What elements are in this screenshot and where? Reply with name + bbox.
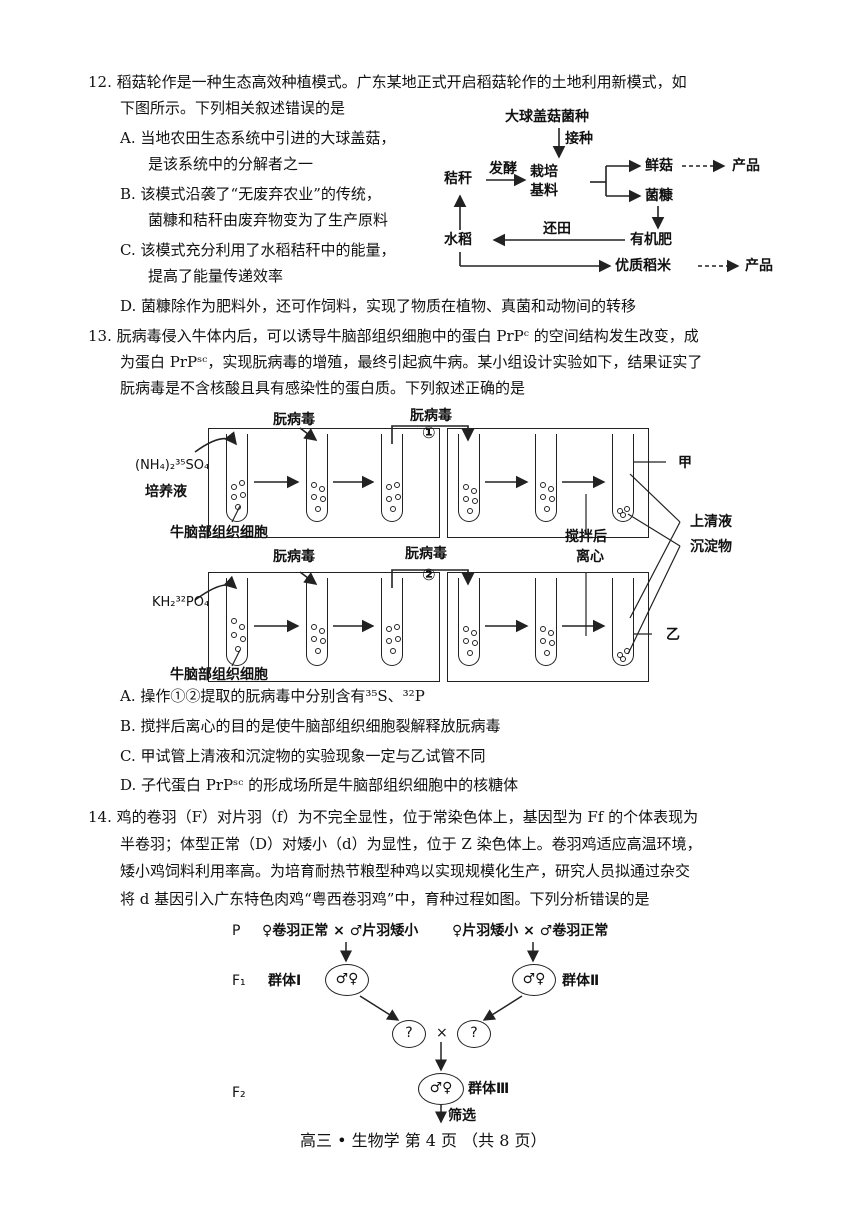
- q13-box-2-right: [447, 572, 649, 682]
- q12-label-return: 还田: [543, 221, 571, 237]
- q13-tube-r2-1: [226, 578, 248, 666]
- q13-label-reagent1: (NH₄)₂³⁵SO₄: [135, 458, 210, 473]
- q14-label-p: P: [232, 923, 241, 939]
- q13-box-1-right: [447, 428, 649, 538]
- q13-label-op1: ①: [422, 423, 436, 442]
- q13-label-jia: 甲: [678, 455, 692, 471]
- q14-label-times: ×: [436, 1025, 448, 1041]
- q12-node-quality-rice: 优质稻米: [615, 258, 671, 274]
- q14-oval-group2: ♂♀: [512, 964, 556, 996]
- q13-label-sediment: 沉淀物: [690, 539, 732, 555]
- q14-unknown-right: ?: [470, 1025, 478, 1041]
- q13-label-medium: 培养液: [145, 484, 187, 500]
- q14-label-group2: 群体Ⅱ: [562, 973, 600, 989]
- q13-option-d: D. 子代蛋白 PrPˢᶜ 的形成场所是牛脑部组织细胞中的核糖体: [120, 776, 519, 794]
- q14-label-f2: F₂: [232, 1085, 246, 1101]
- q13-label-prion-2: 朊病毒: [410, 408, 452, 424]
- q13-label-centrifuge: 离心: [576, 549, 604, 565]
- q12-option-d: D. 菌糠除作为肥料外，还可作饲料，实现了物质在植物、真菌和动物间的转移: [120, 297, 637, 315]
- q12-node-substrate-line1: 栽培: [530, 164, 558, 180]
- q13-tube-r1-4: [458, 434, 480, 522]
- q12-stem-line1: 12. 稻菇轮作是一种生态高效种植模式。广东某地正式开启稻菇轮作的土地利用新模式…: [88, 73, 687, 91]
- q14-cross-left: ♀卷羽正常 × ♂片羽矮小: [262, 923, 419, 939]
- q14-group3-sexes: ♂♀: [429, 1080, 453, 1096]
- q14-stem-line2: 半卷羽；体型正常（D）对矮小（d）为显性，位于 Z 染色体上。卷羽鸡适应高温环境…: [120, 835, 702, 853]
- q13-tube-r1-2: [306, 434, 328, 522]
- q13-label-op2: ②: [422, 565, 436, 584]
- q13-label-prion-4: 朊病毒: [405, 546, 447, 562]
- q12-label-inoculate: 接种: [565, 131, 593, 147]
- q14-oval-group3: ♂♀: [418, 1073, 464, 1105]
- q13-tube-r2-3: [381, 578, 403, 666]
- q12-node-straw: 秸秆: [444, 171, 472, 187]
- q14-stem-line3: 矮小鸡饲料利用率高。为培育耐热节粮型种鸡以实现规模化生产，研究人员拟通过杂交: [120, 862, 691, 880]
- q12-option-c-line1: C. 该模式充分利用了水稻秸秆中的能量，: [120, 241, 396, 259]
- q14-label-group1: 群体Ⅰ: [268, 973, 302, 989]
- q14-stem-line1: 14. 鸡的卷羽（F）对片羽（f）为不完全显性，位于常染色体上，基因型为 Ff …: [88, 808, 699, 826]
- q13-tube-r1-3: [381, 434, 403, 522]
- q13-label-yi: 乙: [666, 627, 680, 643]
- q13-box-1-left: [208, 428, 440, 538]
- q12-label-ferment: 发酵: [489, 161, 517, 177]
- q13-label-cells-1: 牛脑部组织细胞: [170, 525, 268, 541]
- q13-label-reagent2: KH₂³²PO₄: [152, 595, 210, 610]
- q13-option-a: A. 操作①②提取的朊病毒中分别含有³⁵S、³²P: [120, 687, 425, 705]
- q13-tube-r1-5: [535, 434, 557, 522]
- q12-node-fresh: 鲜菇: [645, 158, 673, 174]
- q12-node-residue: 菌糠: [645, 188, 673, 204]
- q12-option-c-line2: 提高了能量传递效率: [148, 267, 284, 285]
- q14-stem-line4: 将 d 基因引入广东特色肉鸡“粤西卷羽鸡”中，育种过程如图。下列分析错误的是: [120, 890, 650, 908]
- q12-node-species: 大球盖菇菌种: [505, 109, 589, 125]
- q12-option-b-line2: 菌糠和秸秆由废弃物变为了生产原料: [148, 211, 389, 229]
- q13-tube-r2-yi: [612, 578, 634, 666]
- q13-label-supernatant: 上清液: [690, 514, 732, 530]
- q13-stem-line2: 为蛋白 PrPˢᶜ，实现朊病毒的增殖，最终引起疯牛病。某小组设计实验如下，结果证…: [120, 353, 703, 371]
- q13-stem-line3: 朊病毒是不含核酸且具有感染性的蛋白质。下列叙述正确的是: [120, 379, 526, 397]
- q13-label-prion-1: 朊病毒: [273, 412, 315, 428]
- page-footer: 高三 • 生物学 第 4 页 （共 8 页）: [300, 1131, 547, 1150]
- q13-label-stir: 搅拌后: [565, 529, 607, 545]
- q13-label-cells-2: 牛脑部组织细胞: [170, 667, 268, 683]
- q12-option-a-line1: A. 当地农田生态系统中引进的大球盖菇，: [120, 129, 396, 147]
- q13-label-prion-3: 朊病毒: [273, 549, 315, 565]
- q12-node-product1: 产品: [732, 158, 760, 174]
- q12-node-product2: 产品: [745, 258, 773, 274]
- q14-oval-unknown-left: ?: [392, 1020, 426, 1048]
- q14-unknown-left: ?: [405, 1025, 413, 1041]
- q13-tube-r2-5: [535, 578, 557, 666]
- q14-cross-right: ♀片羽矮小 × ♂卷羽正常: [452, 923, 609, 939]
- q13-box-2-left: [208, 572, 440, 682]
- q12-node-rice: 水稻: [444, 232, 472, 248]
- q14-oval-unknown-right: ?: [457, 1020, 491, 1048]
- q13-tube-r2-2: [306, 578, 328, 666]
- q13-tube-r2-4: [458, 578, 480, 666]
- q14-group2-sexes: ♂♀: [522, 971, 546, 987]
- q13-stem-line1: 13. 朊病毒侵入牛体内后，可以诱导牛脑部组织细胞中的蛋白 PrPᶜ 的空间结构…: [88, 327, 699, 345]
- q12-stem-line2: 下图所示。下列相关叙述错误的是: [120, 99, 346, 117]
- q14-oval-group1: ♂♀: [325, 964, 369, 996]
- q12-option-a-line2: 是该系统中的分解者之一: [148, 155, 314, 173]
- q12-option-b-line1: B. 该模式沿袭了“无废弃农业”的传统，: [120, 185, 381, 203]
- q14-group1-sexes: ♂♀: [335, 971, 359, 987]
- q13-option-c: C. 甲试管上清液和沉淀物的实验现象一定与乙试管不同: [120, 747, 486, 765]
- q14-label-screen: 筛选: [448, 1108, 476, 1124]
- q14-label-f1: F₁: [232, 973, 246, 989]
- q12-node-substrate-line2: 基料: [530, 183, 558, 199]
- q12-node-fertilizer: 有机肥: [630, 232, 672, 248]
- q14-label-group3: 群体Ⅲ: [468, 1081, 510, 1097]
- q13-option-b: B. 搅拌后离心的目的是使牛脑部组织细胞裂解释放朊病毒: [120, 717, 501, 735]
- q13-tube-r1-1: [226, 434, 248, 522]
